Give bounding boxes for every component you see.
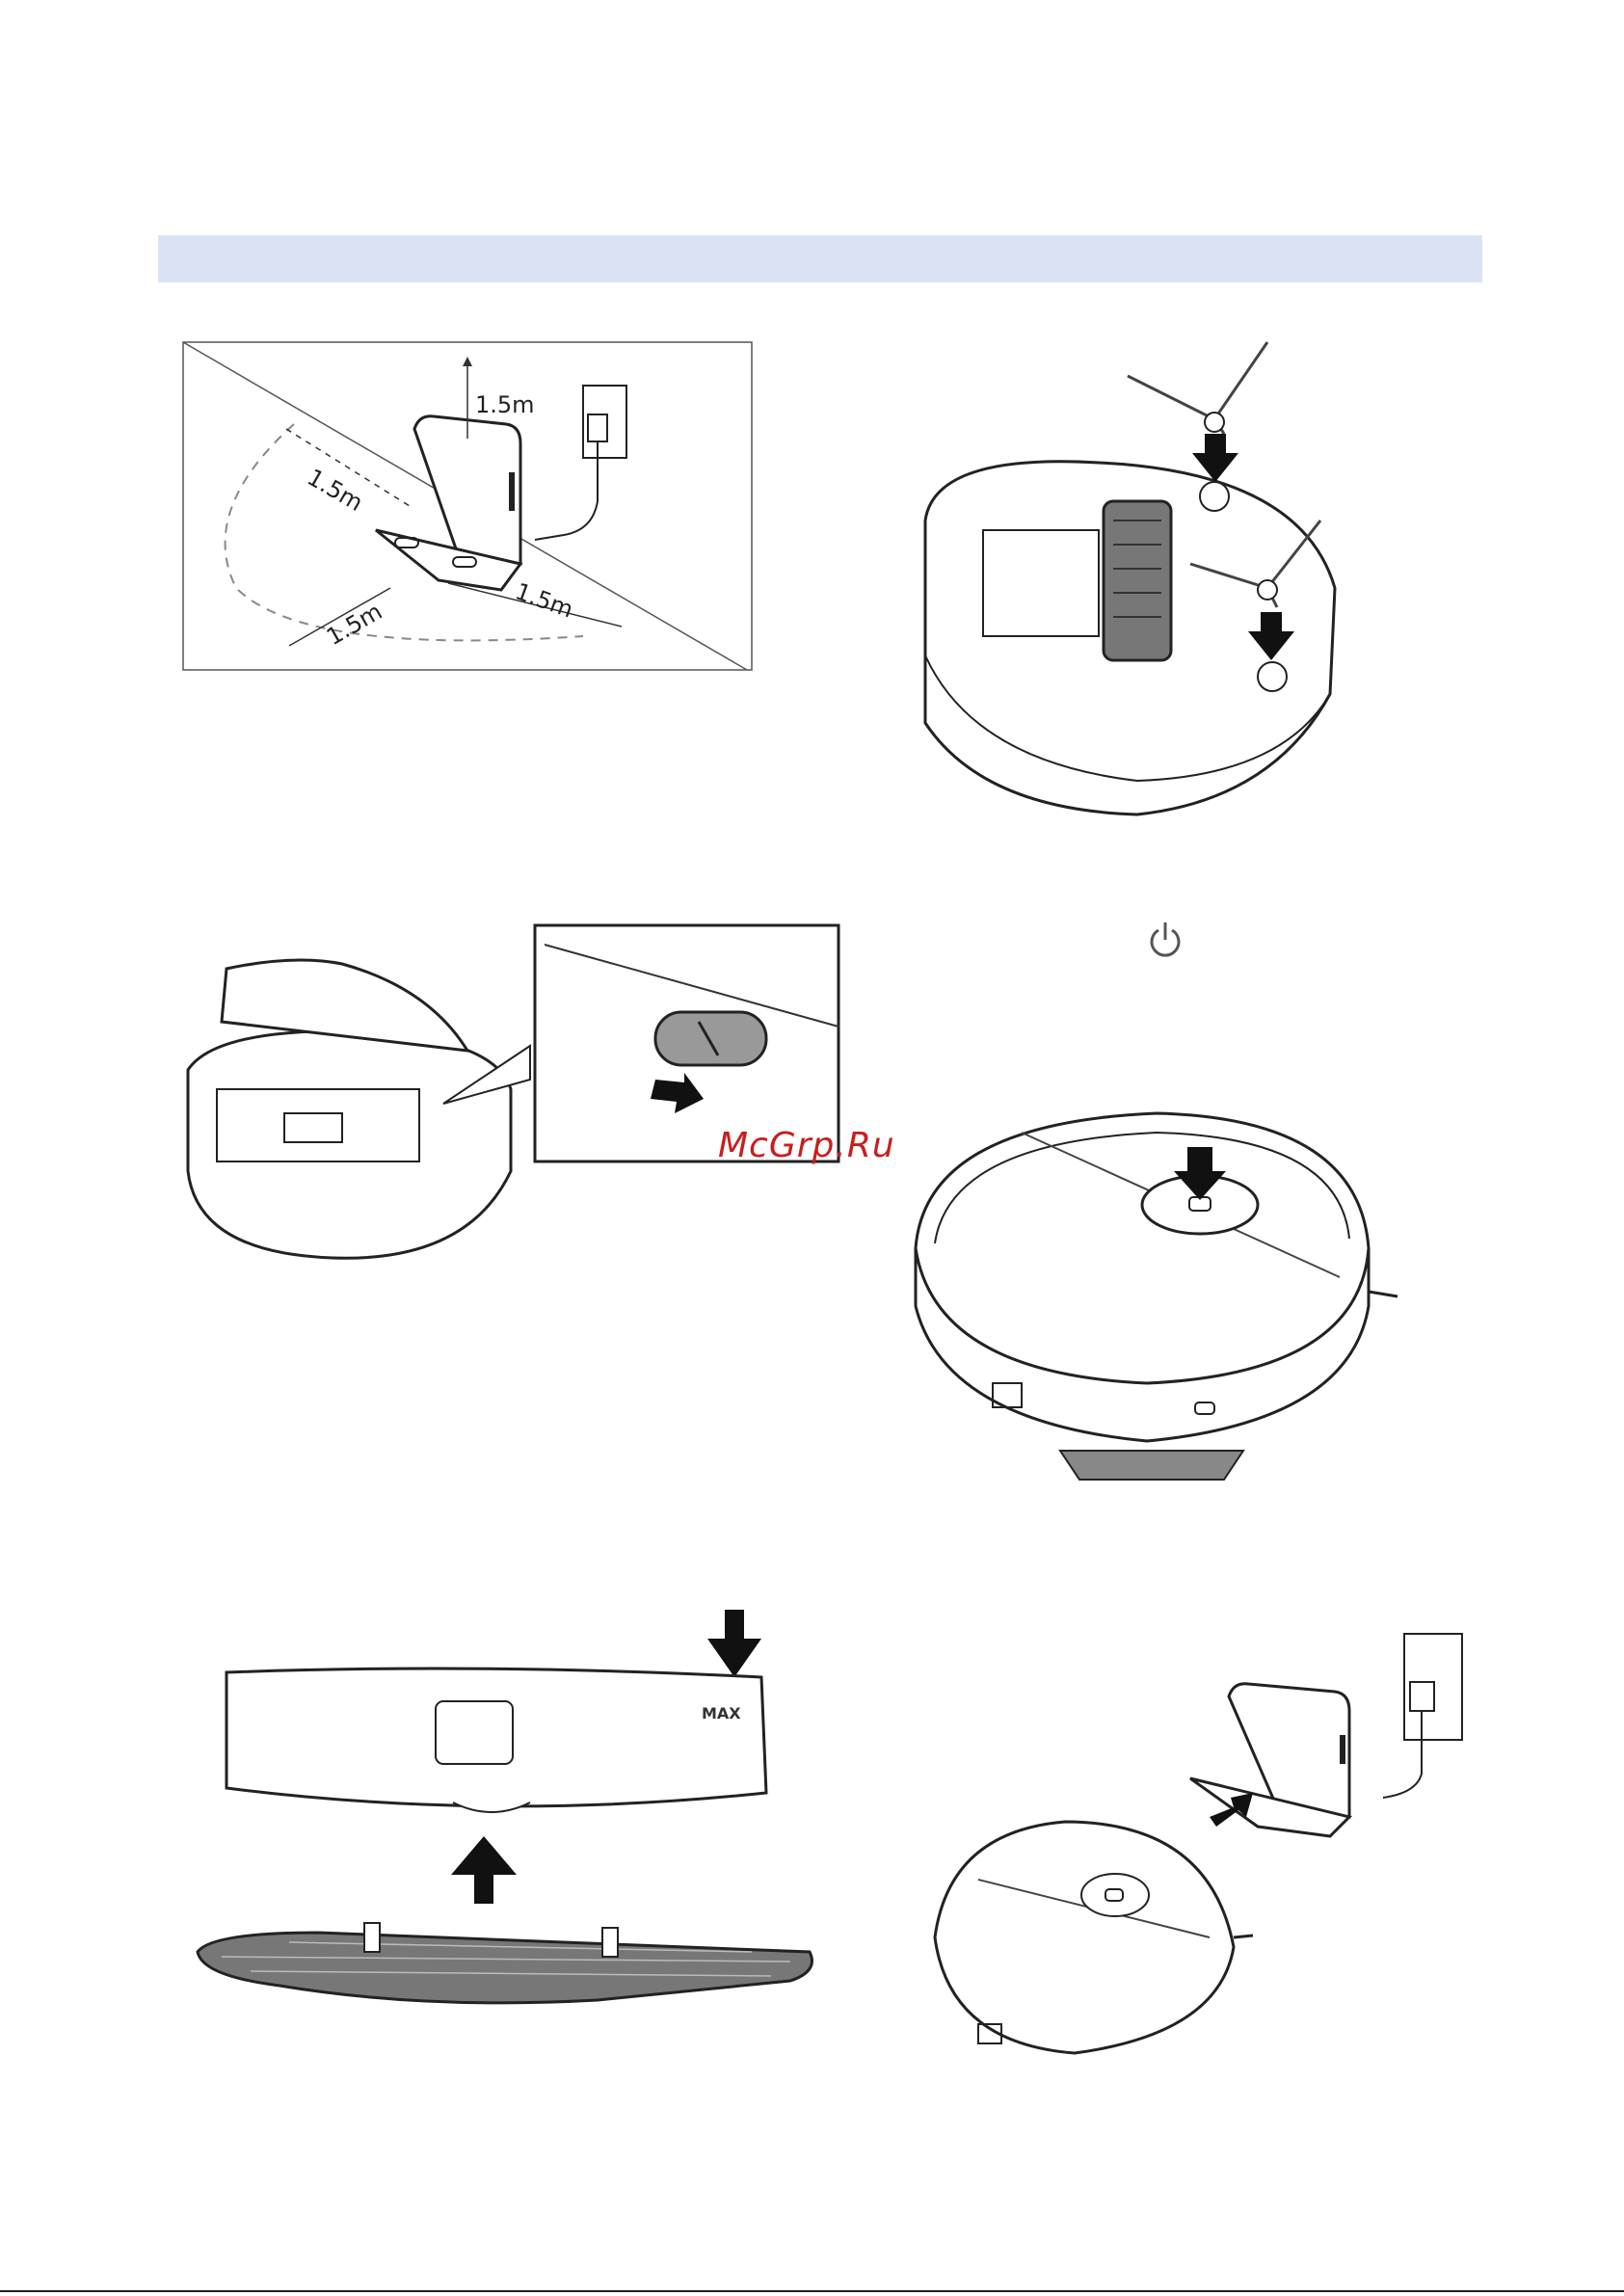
press-power-illustration xyxy=(906,921,1426,1504)
charging-dock xyxy=(1190,1684,1349,1836)
right-clearance-label: 1.5m xyxy=(512,577,576,623)
figure-mop-attach: MAX xyxy=(193,1605,829,2019)
height-clearance-label: 1.5m xyxy=(475,391,535,418)
figure-press-power xyxy=(906,921,1426,1504)
figure-return-to-dock xyxy=(920,1629,1470,2077)
figure-side-brush-install xyxy=(906,337,1359,819)
figure-dock-clearance: 1.5m 1.5m 1.5m 1.5m xyxy=(178,337,757,680)
mop-attach-illustration: MAX xyxy=(193,1605,829,2019)
side-brush-illustration xyxy=(906,337,1359,819)
up-arrow-icon xyxy=(451,1836,517,1904)
power-icon xyxy=(1152,922,1179,955)
brand-mark: MAX xyxy=(702,1704,741,1722)
main-brush xyxy=(1104,501,1171,660)
left-clearance-label: 1.5m xyxy=(303,464,367,517)
water-tank xyxy=(226,1669,766,1806)
page-bottom-rule xyxy=(0,2290,1624,2292)
figure-power-switch xyxy=(178,921,843,1277)
front-clearance-label: 1.5m xyxy=(322,598,386,651)
down-arrow-icon xyxy=(1192,434,1238,482)
section-header-bar xyxy=(158,235,1482,282)
down-arrow-icon xyxy=(707,1610,761,1677)
watermark: McGrp.Ru xyxy=(718,1126,895,1165)
charging-dock xyxy=(376,416,520,590)
power-switch-illustration xyxy=(178,921,843,1277)
mop-plate xyxy=(198,1933,812,2003)
dock-clearance-illustration: 1.5m 1.5m 1.5m 1.5m xyxy=(178,337,757,680)
return-to-dock-illustration xyxy=(920,1629,1470,2077)
power-switch xyxy=(655,1012,766,1065)
